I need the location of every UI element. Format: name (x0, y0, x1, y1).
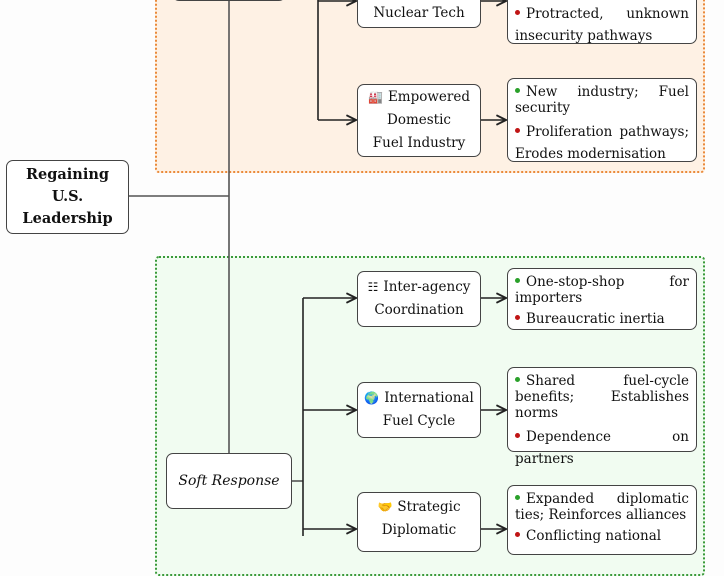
con-bullet-icon (515, 315, 520, 320)
empowered-domestic-node: 🏭Empowered Domestic Fuel Industry (357, 84, 481, 157)
node-label: Fuel Industry (372, 135, 466, 151)
node-label: Diplomatic (381, 522, 457, 538)
international-fuel-cycle-node: 🌍International Fuel Cycle (357, 382, 481, 438)
outcome-con: Conflicting national (515, 528, 689, 544)
pro-bullet-icon (515, 88, 520, 93)
outcome-pro: One-stop-shop for importers (515, 274, 689, 306)
pro-bullet-icon (515, 278, 520, 283)
con-bullet-icon (515, 128, 520, 133)
root-line: Leadership (22, 210, 113, 227)
nuclear-tech-outcomes: Protracted, unknown insecurity pathways (507, 0, 697, 44)
hard-response-category-node (172, 0, 286, 1)
nuclear-tech-node: Nuclear Tech (357, 0, 481, 28)
con-bullet-icon (515, 10, 520, 15)
outcome-pro: Expanded diplomatic ties; Reinforces all… (515, 491, 689, 523)
factory-icon: 🏭 (367, 90, 383, 104)
inter-agency-node: ☷Inter-agency Coordination (357, 271, 481, 327)
con-bullet-icon (515, 433, 520, 438)
empowered-domestic-outcomes: New industry; Fuel security Proliferatio… (507, 78, 697, 162)
soft-response-node: Soft Response (166, 453, 292, 509)
node-label: ☷Inter-agency (368, 276, 471, 299)
international-fuel-cycle-outcomes: Shared fuel-cycle benefits; Establishes … (507, 367, 697, 467)
category-label: Soft Response (178, 472, 280, 489)
node-label: Nuclear Tech (373, 5, 465, 21)
node-label: Coordination (374, 302, 464, 318)
outcome-con: Dependence on partners (515, 429, 689, 467)
handshake-icon: 🤝 (377, 500, 393, 514)
node-label: 🤝Strategic (377, 496, 460, 519)
root-line: U.S. (51, 188, 84, 205)
node-label: 🏭Empowered (368, 86, 470, 109)
node-label: Domestic (387, 112, 451, 128)
globe-icon: 🌍 (364, 391, 380, 405)
sitemap-icon: ☷ (367, 280, 379, 294)
pro-bullet-icon (515, 377, 520, 382)
outcome-pro: Shared fuel-cycle benefits; Establishes … (515, 373, 689, 421)
inter-agency-outcomes: One-stop-shop for importers Bureaucratic… (507, 268, 697, 330)
node-label: 🌍International (364, 387, 474, 410)
outcome-con: Bureaucratic inertia (515, 311, 689, 327)
root-node: Regaining U.S. Leadership (6, 160, 129, 234)
outcome-con: Proliferation pathways; Erodes modernisa… (515, 124, 689, 162)
strategic-diplomatic-outcomes: Expanded diplomatic ties; Reinforces all… (507, 485, 697, 555)
outcome-pro: New industry; Fuel security (515, 84, 689, 116)
con-bullet-icon (515, 532, 520, 537)
pro-bullet-icon (515, 495, 520, 500)
outcome-con: Protracted, unknown insecurity pathways (515, 6, 689, 44)
root-line: Regaining (25, 166, 110, 183)
strategic-diplomatic-node: 🤝Strategic Diplomatic (357, 492, 481, 552)
node-label: Fuel Cycle (382, 413, 456, 429)
